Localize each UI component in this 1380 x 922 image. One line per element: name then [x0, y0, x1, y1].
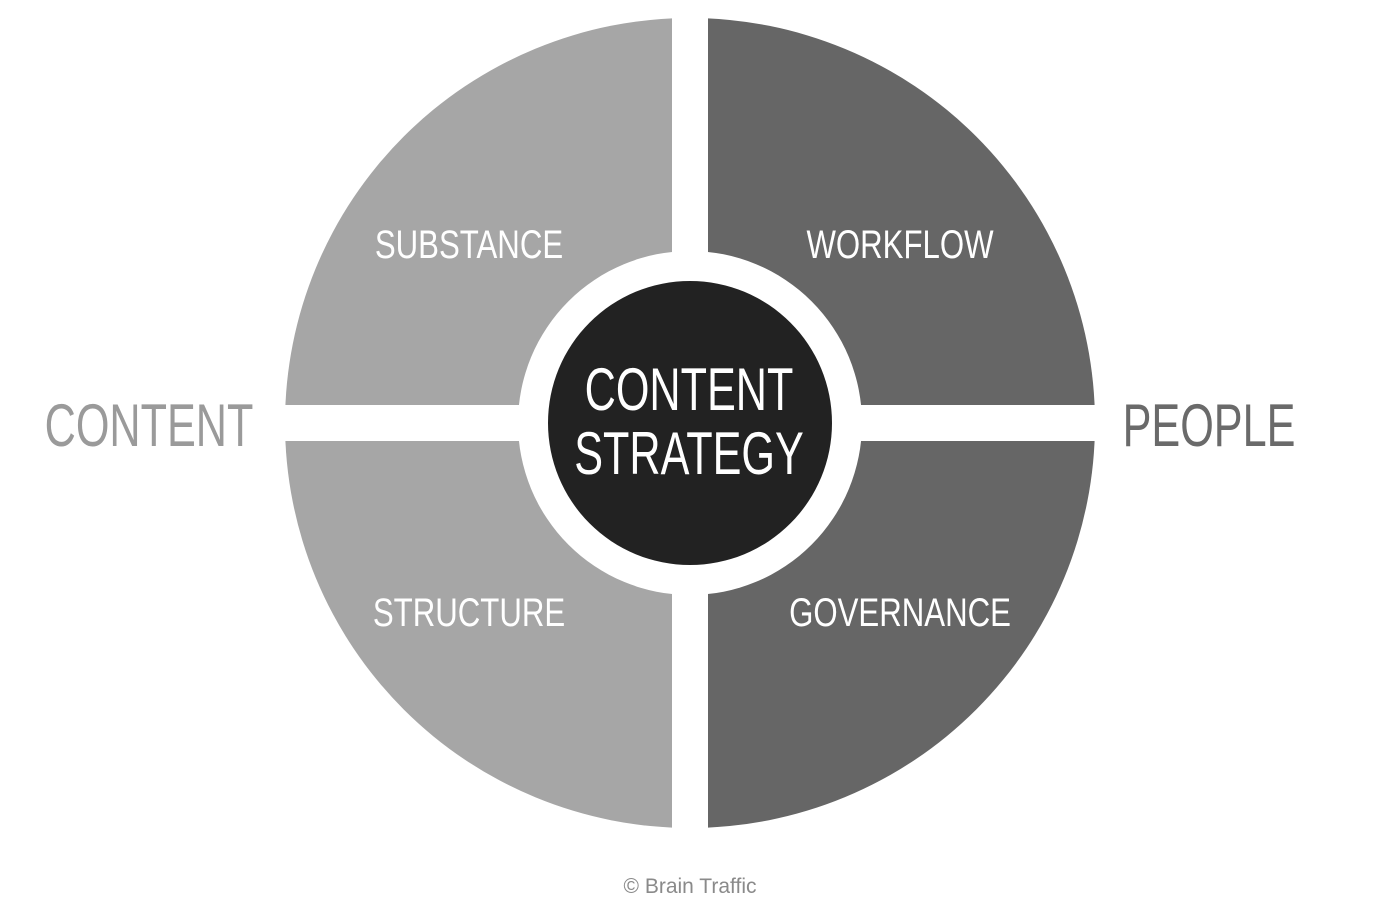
center-circle: [548, 281, 832, 565]
center-title-line1: CONTENT: [585, 357, 794, 424]
credit-text: © Brain Traffic: [624, 875, 757, 898]
center-title-line2: STRATEGY: [574, 421, 804, 488]
side-label-people: PEOPLE: [1123, 393, 1296, 460]
quadrant-substance: SUBSTANCE: [375, 222, 563, 267]
quadrant-workflow: WORKFLOW: [806, 222, 993, 267]
quadrant-governance: GOVERNANCE: [789, 590, 1011, 635]
quadrant-structure: STRUCTURE: [373, 590, 565, 635]
side-label-content: CONTENT: [45, 393, 254, 460]
